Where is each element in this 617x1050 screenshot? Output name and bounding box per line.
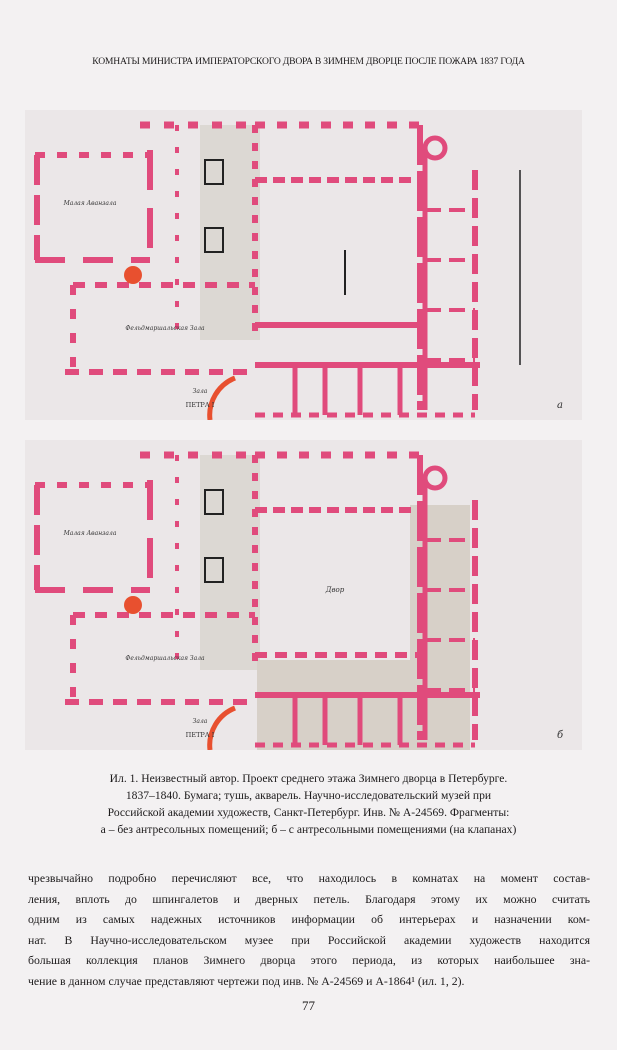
room-label: ПЕТРА I <box>186 401 215 409</box>
room-label: Фельдмаршальская Зала <box>125 325 205 332</box>
room-label: Фельдмаршальская Зала <box>125 655 205 662</box>
text-line: чение в данном случае представляют черте… <box>28 973 465 988</box>
round-stair <box>422 465 448 491</box>
caption-line: 1837–1840. Бумага; тушь, акварель. Научн… <box>125 789 492 802</box>
caption-line: Российской академии художеств, Санкт-Пет… <box>107 806 510 819</box>
body-paragraph: чрезвычайно подробно перечисляют все, чт… <box>28 868 590 992</box>
caption-line: а – без антресольных помещений; б – с ан… <box>100 823 517 836</box>
fragment-letter: а <box>557 400 563 411</box>
text-line: чрезвычайно подробно перечисляют все, чт… <box>28 871 590 885</box>
room-label: Зала <box>193 718 208 725</box>
gallery-area <box>200 125 260 340</box>
caption-line: Ил. 1. Неизвестный автор. Проект среднег… <box>109 772 508 785</box>
round-stair <box>422 135 448 161</box>
room-label: Малая Аванзала <box>63 200 117 207</box>
running-header: КОМНАТЫ МИНИСТРА ИМПЕРАТОРСКОГО ДВОРА В … <box>92 56 525 67</box>
window-opening <box>204 557 224 583</box>
text-line: большая коллекция планов Зимнего дворца … <box>28 953 590 968</box>
room-label: Двор <box>325 586 345 594</box>
room-label: Зала <box>193 388 208 395</box>
room-label: Малая Аванзала <box>63 530 117 537</box>
mezzanine-area <box>257 660 412 750</box>
arched-stair <box>207 705 237 750</box>
stair-column <box>124 266 142 284</box>
text-line: нат. В Научно-исследовательском музее пр… <box>28 932 590 947</box>
arched-stair <box>207 375 237 420</box>
window-opening <box>204 159 224 185</box>
window-opening <box>204 227 224 253</box>
fragment-letter: б <box>557 730 564 741</box>
figure-caption: Ил. 1. Неизвестный автор. Проект среднег… <box>30 770 587 838</box>
gallery-area <box>200 455 260 670</box>
window-opening <box>204 489 224 515</box>
room-label: ПЕТРА I <box>186 731 215 739</box>
text-line: ления, вплоть до шпингалетов и дверных п… <box>28 891 590 906</box>
page-number: 77 <box>302 998 315 1013</box>
text-line: одним из самых надежных источников инфор… <box>28 912 590 927</box>
stair-column <box>124 596 142 614</box>
